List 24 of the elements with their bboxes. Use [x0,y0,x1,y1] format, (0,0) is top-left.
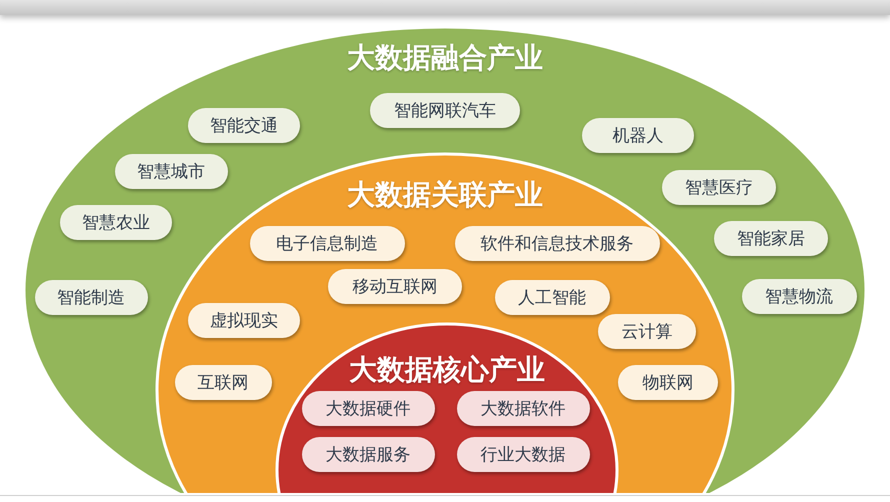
industry-tag: 人工智能 [494,280,610,314]
industry-tag: 行业大数据 [456,436,590,472]
industry-tag: 移动互联网 [328,268,462,304]
industry-tag: 智慧农业 [60,204,172,240]
industry-tag: 大数据软件 [456,390,590,426]
industry-tag: 智慧物流 [742,278,856,314]
industry-tag: 机器人 [582,118,694,152]
industry-tag: 智能家居 [714,220,828,256]
industry-tag: 智能制造 [34,280,148,314]
industry-tag: 物联网 [618,364,718,400]
industry-tag: 软件和信息技术服务 [454,226,660,260]
industry-tag: 大数据服务 [302,436,434,472]
industry-tag: 智慧城市 [114,154,228,188]
industry-tag: 互联网 [174,364,272,400]
industry-tag: 大数据硬件 [302,390,434,426]
industry-tag: 智能网联汽车 [370,92,520,128]
region-heading: 大数据融合产业 [347,41,543,75]
region-heading: 大数据核心产业 [349,353,545,387]
region-heading: 大数据关联产业 [347,178,543,212]
industry-tag: 智慧医疗 [662,170,776,204]
industry-tag: 电子信息制造 [250,226,404,260]
industry-tag: 云计算 [598,314,696,348]
industry-tag: 虚拟现实 [188,302,300,338]
industry-tag: 智能交通 [188,108,300,142]
